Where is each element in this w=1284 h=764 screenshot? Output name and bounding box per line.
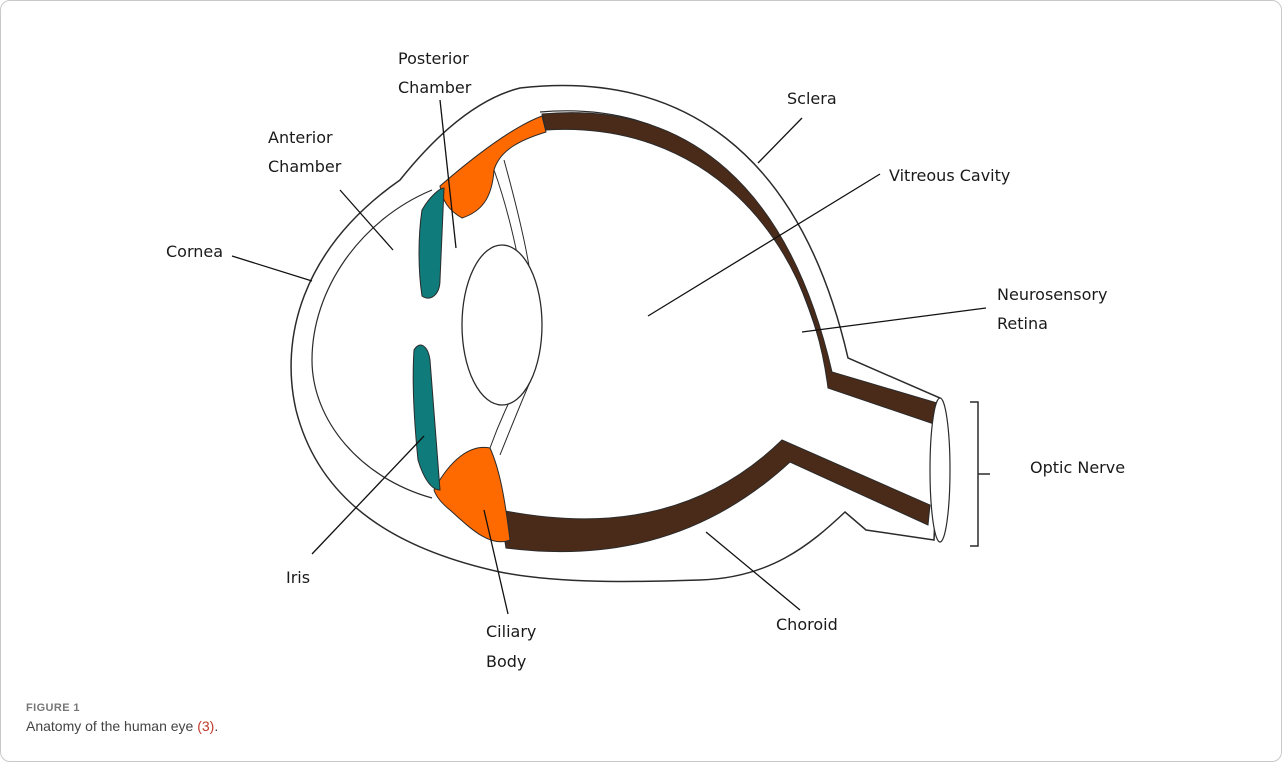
- caption-text: Anatomy of the human eye: [26, 718, 193, 734]
- sclera-inner-line: [540, 111, 900, 402]
- leader-sclera: [758, 118, 802, 163]
- leader-neurosensory-retina: [802, 308, 986, 332]
- ciliary-body-lower: [434, 447, 510, 541]
- label-anterior-chamber-line2: Chamber: [268, 157, 342, 176]
- iris-lower: [413, 345, 440, 490]
- eye-outer-outline: [291, 86, 940, 582]
- optic-nerve-end: [930, 398, 950, 542]
- ciliary-body-upper: [440, 116, 546, 218]
- choroid-lower-band: [500, 440, 930, 552]
- label-neurosensory-retina-line2: Retina: [997, 314, 1048, 333]
- cornea-inner-line: [312, 190, 432, 498]
- label-ciliary-body-line2: Body: [486, 652, 526, 671]
- label-posterior-chamber-line1: Posterior: [398, 49, 469, 68]
- label-neurosensory-retina-line1: Neurosensory: [997, 285, 1107, 304]
- leader-anterior-chamber: [340, 190, 393, 250]
- citation-link[interactable]: (3): [197, 718, 214, 734]
- leader-vitreous-cavity: [648, 174, 880, 316]
- figure-label: FIGURE 1: [26, 702, 80, 714]
- iris-upper: [419, 188, 444, 298]
- label-anterior-chamber-line1: Anterior: [268, 128, 333, 147]
- label-optic-nerve: Optic Nerve: [1030, 458, 1125, 477]
- label-vitreous-cavity: Vitreous Cavity: [889, 166, 1010, 185]
- label-cornea: Cornea: [166, 242, 223, 261]
- leader-choroid: [706, 532, 800, 610]
- label-sclera: Sclera: [787, 89, 837, 108]
- optic-nerve-brace: [970, 402, 990, 546]
- label-choroid: Choroid: [776, 615, 838, 634]
- leader-cornea: [232, 256, 312, 281]
- choroid-upper-band: [542, 113, 944, 424]
- lens: [462, 245, 542, 405]
- leader-iris: [312, 436, 424, 554]
- figure-caption: Anatomy of the human eye (3).: [26, 718, 218, 734]
- eye-diagram: Posterior Chamber Anterior Chamber Scler…: [0, 0, 1284, 700]
- caption-period: .: [214, 718, 218, 734]
- label-ciliary-body-line1: Ciliary: [486, 622, 536, 641]
- label-posterior-chamber-line2: Chamber: [398, 78, 472, 97]
- label-iris: Iris: [286, 568, 310, 587]
